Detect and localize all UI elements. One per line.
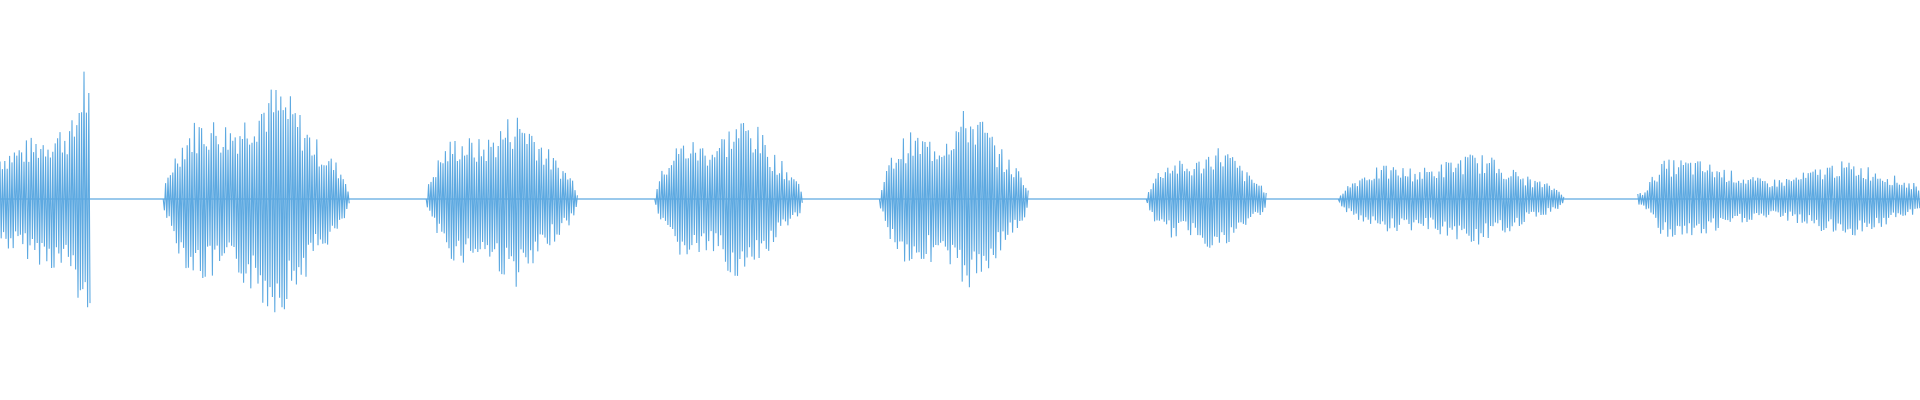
waveform-signal bbox=[0, 71, 1920, 313]
